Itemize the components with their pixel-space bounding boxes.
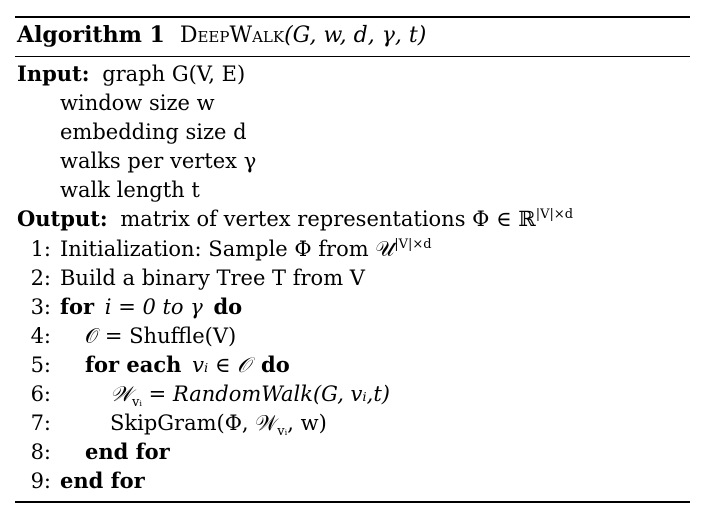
step-text: i = 0 to γ: [104, 295, 203, 319]
input-item: embedding size d: [60, 120, 247, 144]
step-2: Build a binary Tree T from V: [60, 266, 365, 290]
step-1: Initialization: Sample Φ from 𝒰|V|×d: [60, 236, 432, 262]
step-superscript: |V|×d: [394, 237, 432, 252]
algorithm-box: Algorithm 1 DeepWalk(G, w, d, γ, t) Inpu…: [15, 16, 690, 504]
top-rule: [15, 16, 690, 18]
output-superscript: |V|×d: [535, 207, 574, 222]
bottom-rule: [15, 501, 690, 503]
step-number: 7:: [30, 411, 51, 435]
step-number: 8:: [30, 440, 51, 464]
step-number: 6:: [30, 382, 51, 406]
step-number: 2:: [30, 266, 51, 290]
algorithm-params: (G, w, d, γ, t): [284, 23, 427, 48]
input-line: Input: graph G(V, E): [17, 61, 245, 87]
step-4: 𝒪 = Shuffle(V): [85, 324, 237, 348]
step-8: end for: [85, 439, 170, 464]
keyword: do: [213, 294, 243, 319]
input-item: walks per vertex γ: [60, 149, 257, 173]
step-5: for each vᵢ ∈ 𝒪 do: [85, 352, 290, 378]
output-label: Output:: [17, 206, 108, 231]
algorithm-label: Algorithm 1: [17, 22, 165, 48]
step-text: 𝒲: [110, 382, 133, 406]
step-9: end for: [60, 468, 145, 493]
step-7: SkipGram(Φ, 𝒲vᵢ, w): [110, 410, 327, 440]
step-text: , w): [287, 411, 327, 435]
step-subscript: vᵢ: [132, 395, 142, 411]
input-graph: graph G(V, E): [102, 62, 246, 86]
step-number: 5:: [30, 353, 51, 377]
header-rule: [15, 56, 690, 57]
step-text: SkipGram(Φ, 𝒲: [110, 411, 278, 435]
step-number: 3:: [30, 295, 51, 319]
step-6: 𝒲vᵢ = RandomWalk(G, vᵢ,t): [110, 381, 390, 411]
step-number: 9:: [30, 469, 51, 493]
step-subscript: vᵢ: [277, 424, 288, 440]
step-text: vᵢ ∈ 𝒪: [192, 353, 251, 377]
step-text: Initialization: Sample Φ from 𝒰: [60, 237, 395, 261]
step-number: 4:: [30, 324, 51, 348]
algorithm-name: DeepWalk: [179, 23, 285, 48]
input-item: window size w: [60, 91, 215, 115]
output-text: matrix of vertex representations Φ ∈ ℝ: [120, 207, 536, 231]
input-item: walk length t: [60, 178, 200, 202]
input-label: Input:: [17, 61, 90, 86]
keyword: do: [261, 352, 290, 377]
keyword: for each: [85, 352, 182, 377]
step-number: 1:: [30, 237, 51, 261]
step-text: = RandomWalk(G, vᵢ,t): [141, 382, 390, 406]
keyword: for: [60, 294, 95, 319]
algorithm-title: Algorithm 1 DeepWalk(G, w, d, γ, t): [17, 22, 426, 49]
step-3: for i = 0 to γ do: [60, 294, 242, 320]
output-line: Output: matrix of vertex representations…: [17, 206, 573, 232]
